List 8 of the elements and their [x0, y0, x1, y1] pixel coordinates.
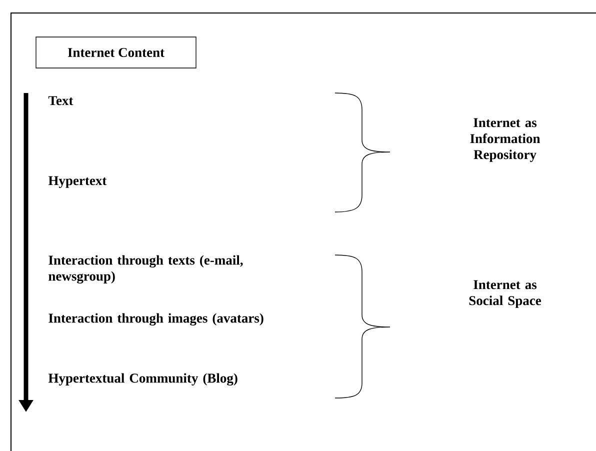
item-label: Hypertext [48, 176, 107, 188]
item-label: Hypertextual Community (Blog) [48, 373, 238, 386]
item-label: Interaction through images (avatars) [48, 313, 264, 326]
group-label: Internet as Information Repository [470, 118, 540, 162]
item-label: Text [48, 96, 74, 106]
item-label: Interaction through texts (e-mail, newsgroup) [48, 255, 243, 284]
title-box: Internet Content [36, 36, 196, 68]
group-label: Internet as Social Space [469, 280, 542, 308]
